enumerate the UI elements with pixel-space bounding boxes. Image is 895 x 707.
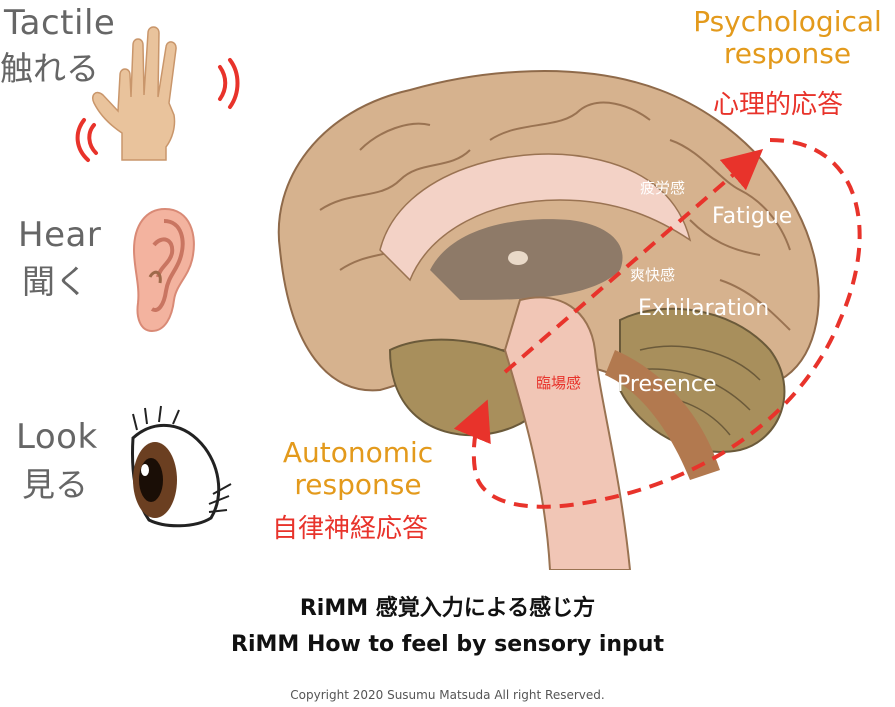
hear-label: Hear (18, 215, 102, 255)
tactile-jp-label: 触れる (0, 49, 99, 88)
exhilaration-label: Exhilaration (638, 296, 770, 321)
autonomic-response-label: Autonomic response (258, 436, 458, 502)
autonomic-jp-label: 自律神経応答 (272, 514, 429, 544)
psychological-response-label: Psychological response (680, 5, 895, 71)
caption-en: RiMM How to feel by sensory input (231, 632, 664, 657)
psychological-line1: Psychological (693, 5, 882, 38)
psychological-jp-label: 心理的応答 (713, 90, 844, 120)
look-jp-label: 見る (22, 465, 88, 504)
look-label: Look (16, 417, 98, 457)
eye-icon (131, 405, 232, 528)
presence-jp-label: 臨場感 (536, 374, 582, 392)
ear-icon (132, 207, 195, 333)
autonomic-line1: Autonomic (282, 436, 434, 469)
hand-icon (75, 26, 240, 162)
autonomic-line2: response (294, 468, 422, 502)
hear-jp-label: 聞く (22, 262, 88, 301)
copyright-notice: Copyright 2020 Susumu Matsuda All right … (290, 688, 605, 702)
fatigue-jp-label: 疲労感 (640, 179, 686, 197)
exhilaration-jp-label: 爽快感 (630, 266, 676, 284)
psychological-arrow (503, 148, 764, 374)
brain-illustration (277, 70, 820, 570)
psychological-line2: response (723, 37, 852, 71)
presence-label: Presence (617, 372, 717, 397)
fatigue-label: Fatigue (712, 204, 793, 229)
tactile-label: Tactile (4, 3, 116, 43)
autonomic-loop-arrow (453, 138, 862, 509)
caption-jp: RiMM 感覚入力による感じ方 (299, 596, 596, 621)
